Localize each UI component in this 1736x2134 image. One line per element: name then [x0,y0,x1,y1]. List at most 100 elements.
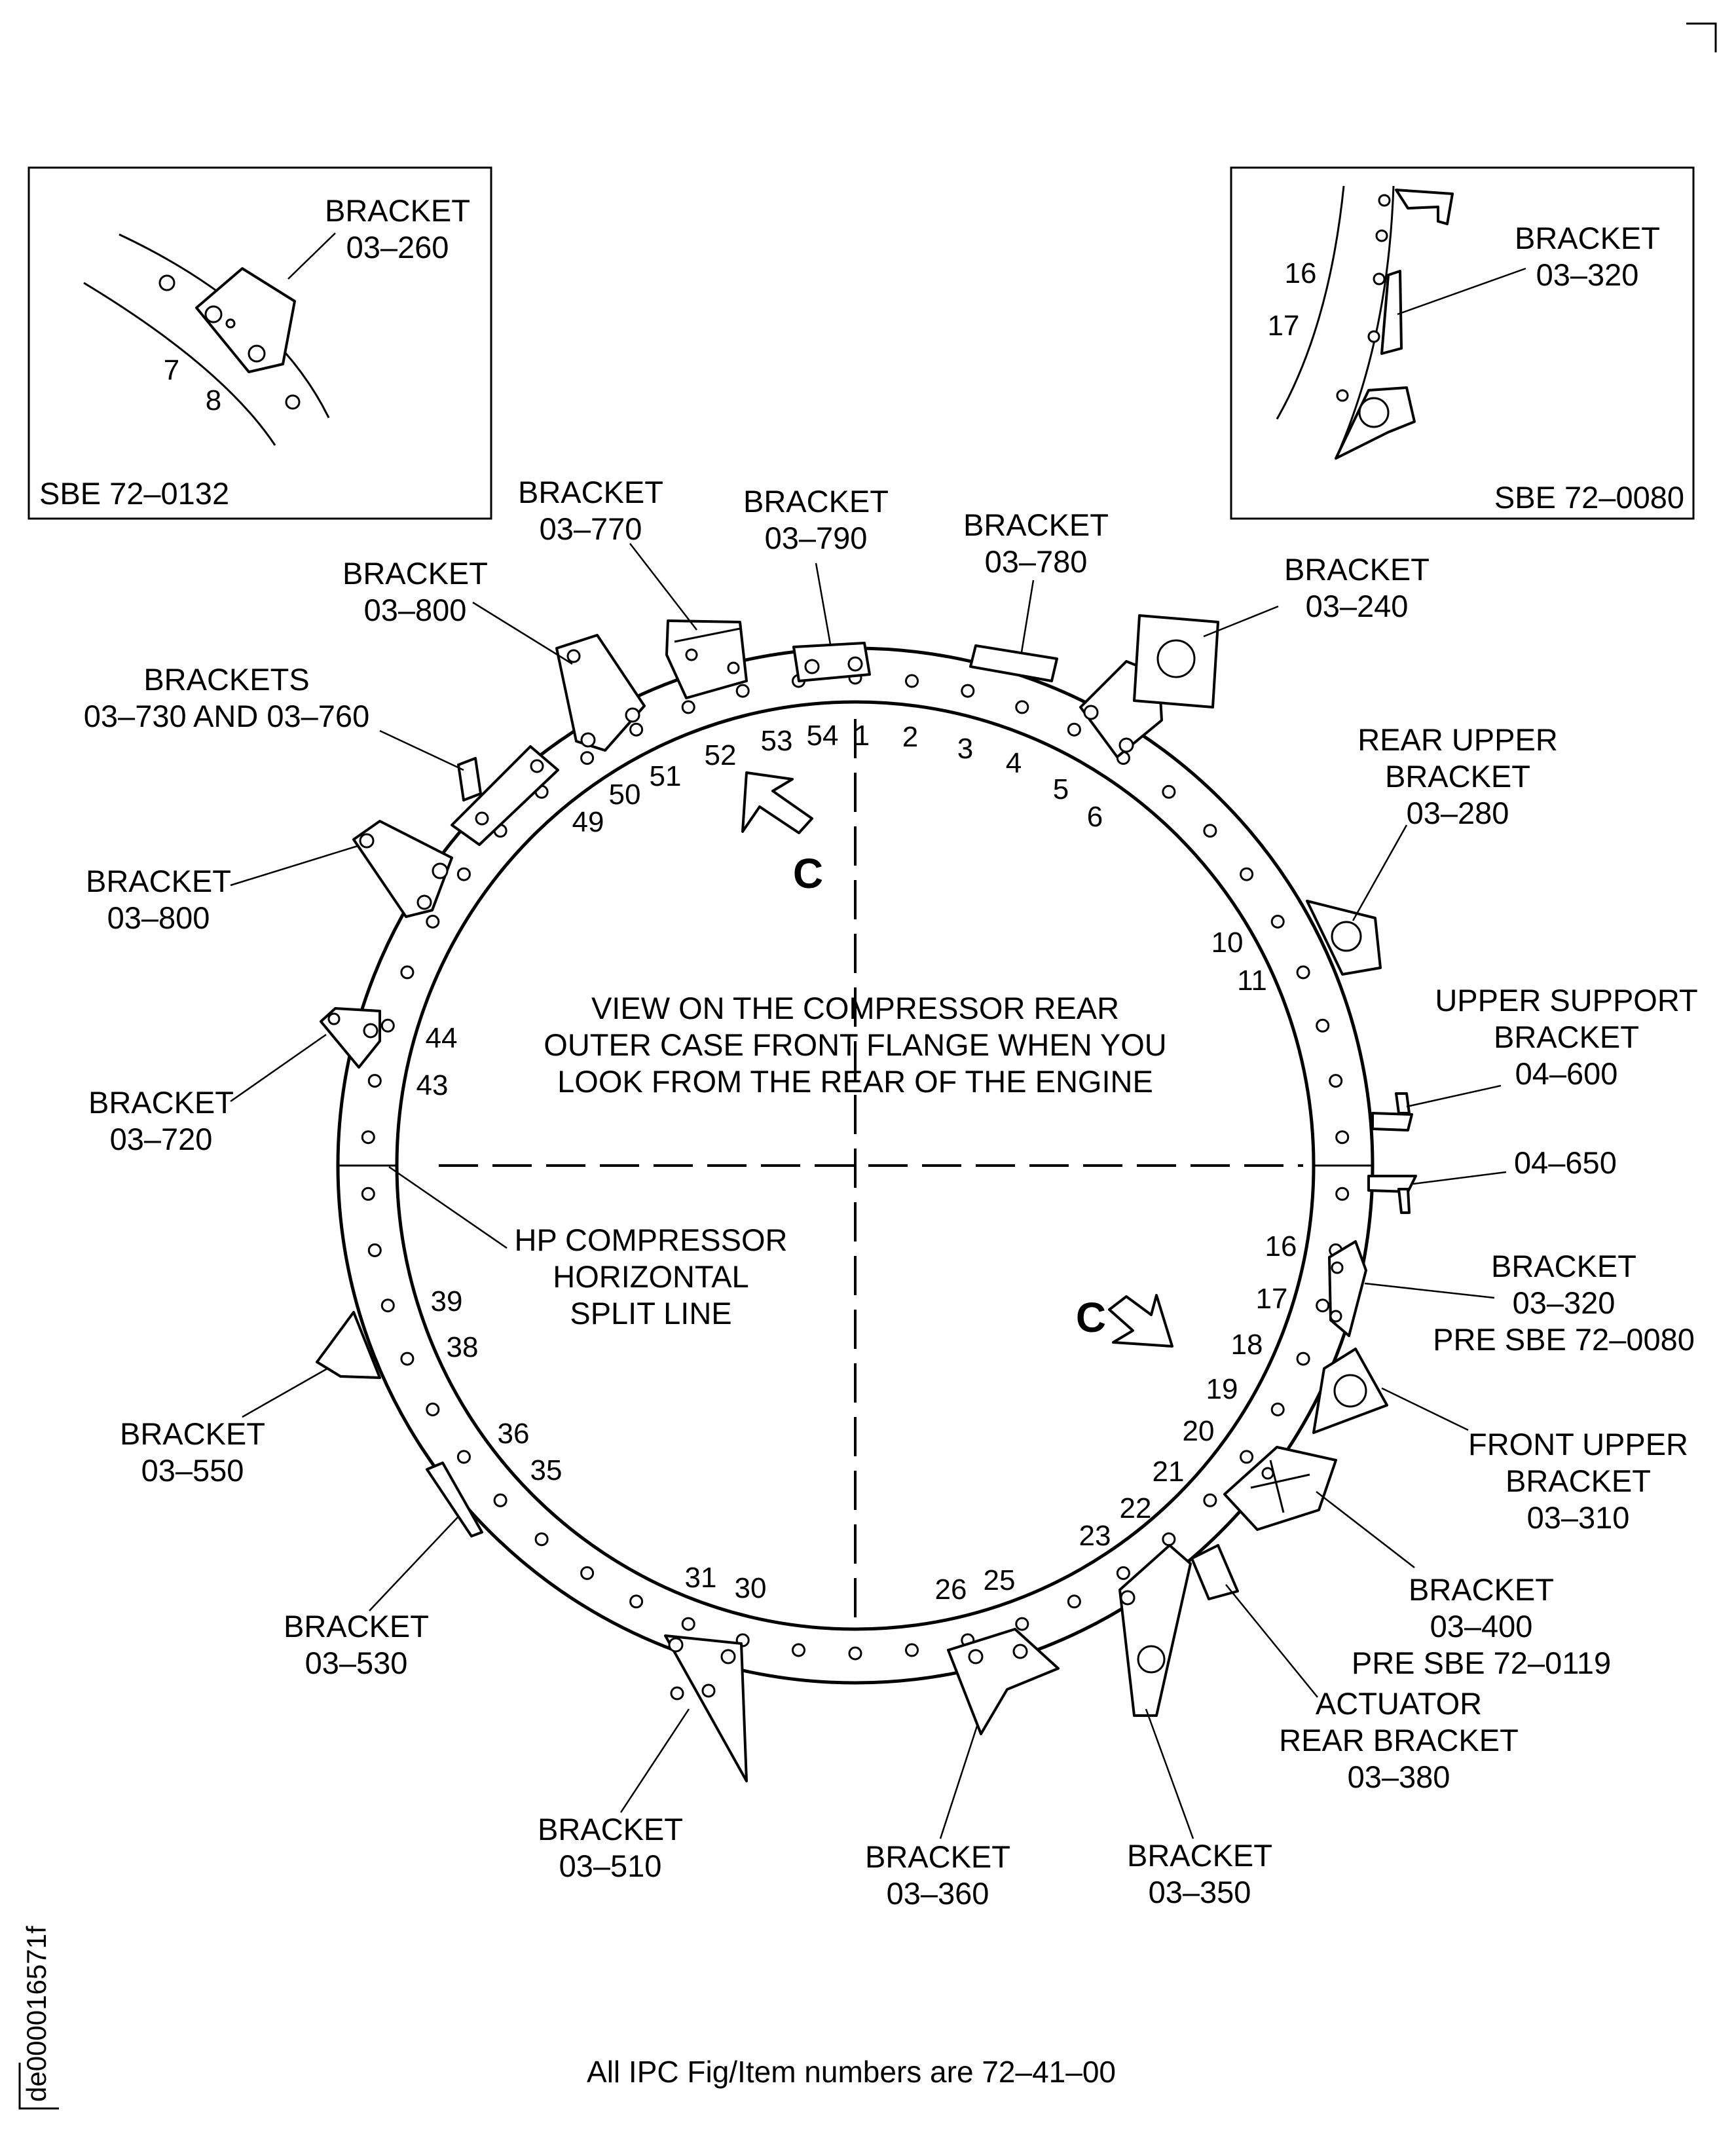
svg-text:03–790: 03–790 [765,521,868,555]
svg-text:ACTUATOR: ACTUATOR [1316,1686,1482,1721]
inset-right-hole-number: 17 [1268,310,1300,342]
callout-split-line: HP COMPRESSOR HORIZONTAL SPLIT LINE [515,1223,788,1331]
svg-text:03–510: 03–510 [559,1849,662,1883]
inset-right-hole-number: 16 [1285,257,1317,289]
svg-text:BRACKET: BRACKET [86,864,231,898]
callout-brackets-03-730-760: BRACKETS 03–730 AND 03–760 [84,662,369,733]
hole-number: 43 [416,1069,449,1101]
bolt-hole [361,1187,375,1201]
hole-number: 22 [1120,1492,1152,1524]
svg-text:BRACKETS: BRACKETS [143,662,309,697]
svg-text:03–400: 03–400 [1430,1609,1533,1644]
svg-text:03–720: 03–720 [110,1122,213,1156]
bolt-hole [380,1018,395,1033]
bolt-hole [1296,1352,1310,1366]
svg-text:03–800: 03–800 [107,900,210,935]
bolt-hole [1067,722,1081,737]
svg-text:03–360: 03–360 [887,1876,989,1911]
bolt-hole [961,684,975,698]
hole-number: 3 [957,733,973,765]
bolt-hole [1162,784,1176,799]
bolt-hole [1015,1617,1029,1631]
callout-bracket-03-780: BRACKET 03–780 [963,507,1109,579]
svg-text:HORIZONTAL: HORIZONTAL [553,1259,748,1294]
svg-text:LOOK FROM THE REAR OF THE ENGI: LOOK FROM THE REAR OF THE ENGINE [557,1064,1153,1099]
svg-text:HP COMPRESSOR: HP COMPRESSOR [515,1223,788,1257]
hole-number: 23 [1079,1520,1111,1552]
bolt-hole [1270,915,1285,929]
bolt-hole [580,751,595,765]
bolt-hole [1335,1130,1350,1145]
bolt-hole [1240,867,1254,881]
callout-bracket-03-790: BRACKET 03–790 [743,484,889,555]
inset-left-bracket-label: BRACKET [325,193,470,228]
svg-text:03–350: 03–350 [1149,1875,1251,1909]
hole-number: 31 [685,1562,717,1594]
view-note: VIEW ON THE COMPRESSOR REAR OUTER CASE F… [544,991,1166,1099]
hole-number: 1 [854,720,870,752]
callout-bracket-03-550: BRACKET 03–550 [120,1416,265,1488]
bolt-hole [534,1532,549,1547]
hole-number: 16 [1265,1230,1297,1262]
callout-bracket-03-380: ACTUATOR REAR BRACKET 03–380 [1279,1686,1519,1794]
bolt-hole [1335,1187,1350,1201]
svg-text:BRACKET: BRACKET [1127,1838,1272,1873]
svg-text:03–380: 03–380 [1348,1759,1450,1794]
bolt-hole [905,674,919,688]
svg-text:BRACKET: BRACKET [865,1839,1010,1874]
svg-text:C: C [793,850,823,897]
hole-number: 51 [650,760,682,792]
bolt-hole [1067,1594,1081,1609]
callout-bracket-03-350: BRACKET 03–350 [1127,1838,1272,1909]
bolt-hole [1316,1018,1330,1033]
hole-number: 49 [572,806,604,838]
svg-text:03–310: 03–310 [1527,1500,1630,1535]
bolt-hole [1296,965,1310,980]
svg-text:C: C [1076,1294,1106,1341]
inset-left-bracket-part: 03–260 [346,230,449,265]
footer-note: All IPC Fig/Item numbers are 72–41–00 [587,2055,1116,2089]
hole-number: 52 [705,739,737,771]
svg-text:BRACKET: BRACKET [518,475,663,509]
svg-text:BRACKET: BRACKET [120,1416,265,1451]
view-arrow-c-top: C [741,771,823,897]
hole-number: 35 [530,1454,563,1486]
svg-text:de000016571f: de000016571f [21,1926,52,2102]
inset-right-bracket-part: 03–320 [1536,257,1639,292]
hole-number: 20 [1183,1415,1215,1447]
svg-text:FRONT UPPER: FRONT UPPER [1468,1427,1688,1462]
hole-number: 44 [426,1022,458,1054]
hole-number: 18 [1231,1329,1263,1361]
bolt-hole [400,1352,415,1366]
bolt-hole [426,1403,440,1416]
svg-text:03–550: 03–550 [141,1453,244,1488]
svg-text:BRACKET: BRACKET [284,1609,429,1644]
callout-bracket-03-720: BRACKET 03–720 [88,1085,234,1156]
bolt-hole [456,1450,471,1464]
hole-number: 11 [1237,965,1267,997]
bolt-hole [1162,1532,1176,1547]
callout-bracket-03-530: BRACKET 03–530 [284,1609,429,1680]
bolt-hole [848,1646,862,1661]
svg-text:PRE SBE 72–0080: PRE SBE 72–0080 [1433,1322,1695,1357]
bolt-hole [1240,1450,1254,1464]
svg-text:REAR BRACKET: REAR BRACKET [1279,1723,1519,1757]
svg-text:BRACKET: BRACKET [1494,1020,1639,1054]
callout-bracket-03-240: BRACKET 03–240 [1284,552,1430,623]
svg-text:REAR UPPER: REAR UPPER [1357,722,1558,757]
corner-mark [1686,22,1717,52]
svg-text:BRACKET: BRACKET [743,484,889,519]
hole-number: 19 [1206,1373,1238,1405]
callout-bracket-03-280: REAR UPPER BRACKET 03–280 [1357,722,1558,830]
bolt-hole [905,1643,919,1657]
svg-text:OUTER CASE FRONT FLANGE WHEN Y: OUTER CASE FRONT FLANGE WHEN YOU [544,1027,1166,1062]
inset-right-sbe-label: SBE 72–0080 [1494,480,1684,515]
svg-text:03–730 AND 03–760: 03–730 AND 03–760 [84,699,369,733]
svg-text:03–240: 03–240 [1306,589,1409,623]
bolt-hole [1116,1566,1130,1580]
svg-text:03–280: 03–280 [1407,796,1509,830]
callout-bracket-03-360: BRACKET 03–360 [865,1839,1010,1911]
hole-number: 36 [498,1418,530,1450]
bolt-hole [629,722,644,737]
bolt-hole [681,1617,695,1631]
